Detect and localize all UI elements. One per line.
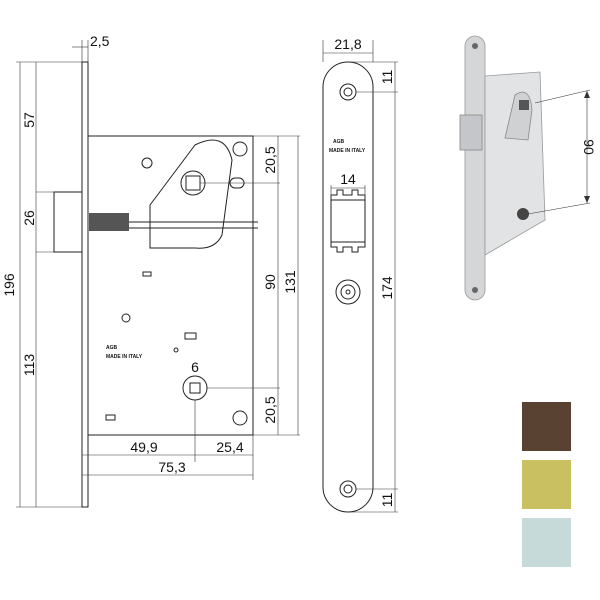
dim-20-5-bottom: 20,5 xyxy=(262,396,278,423)
screw-hole xyxy=(232,410,248,426)
screw-hole xyxy=(232,141,248,157)
dim-21-8: 21,8 xyxy=(334,36,361,52)
logo: AGB xyxy=(106,345,118,351)
finish-swatch-brown[interactable] xyxy=(522,402,571,451)
spring xyxy=(89,213,129,231)
dim-196: 196 xyxy=(1,273,17,297)
follower-cam xyxy=(149,139,233,249)
dim-75-3: 75,3 xyxy=(158,459,185,475)
finish-swatch-silver[interactable] xyxy=(522,518,571,567)
dim-6: 6 xyxy=(191,359,199,375)
dim-174: 174 xyxy=(379,276,395,300)
dim-49-9: 49,9 xyxy=(130,439,157,455)
side-view: AGB MADE IN ITALY xyxy=(16,40,300,508)
front-plate xyxy=(322,61,374,513)
dim-57: 57 xyxy=(21,112,37,128)
product-photo: 90 xyxy=(459,35,597,301)
photo-dim-90: 90 xyxy=(581,139,597,155)
dim-113: 113 xyxy=(21,354,37,377)
dim-2-5: 2,5 xyxy=(90,33,110,49)
key-spindle xyxy=(182,375,208,401)
logo: AGB xyxy=(333,139,345,145)
front-view: AGB MADE IN ITALY 21,8 11 14 174 11 xyxy=(322,36,398,513)
dim-26: 26 xyxy=(21,210,37,226)
dim-11-bottom: 11 xyxy=(379,493,395,508)
logo-subtitle: MADE IN ITALY xyxy=(329,148,366,154)
lock-body xyxy=(87,135,254,436)
finish-swatch-brass[interactable] xyxy=(522,460,571,509)
latch-opening xyxy=(330,199,366,243)
dim-14: 14 xyxy=(340,171,356,187)
logo-subtitle: MADE IN ITALY xyxy=(106,354,143,360)
dim-131: 131 xyxy=(282,270,298,294)
latch-bolt xyxy=(53,191,83,253)
dim-25-4: 25,4 xyxy=(216,439,243,455)
dim-11-top: 11 xyxy=(379,70,395,85)
dim-20-5-top: 20,5 xyxy=(262,146,278,173)
faceplate xyxy=(81,61,89,508)
side-view-dimensions: 2,5 196 57 26 113 20,5 90 131 20,5 6 49,… xyxy=(1,33,298,475)
dim-90: 90 xyxy=(262,274,278,290)
